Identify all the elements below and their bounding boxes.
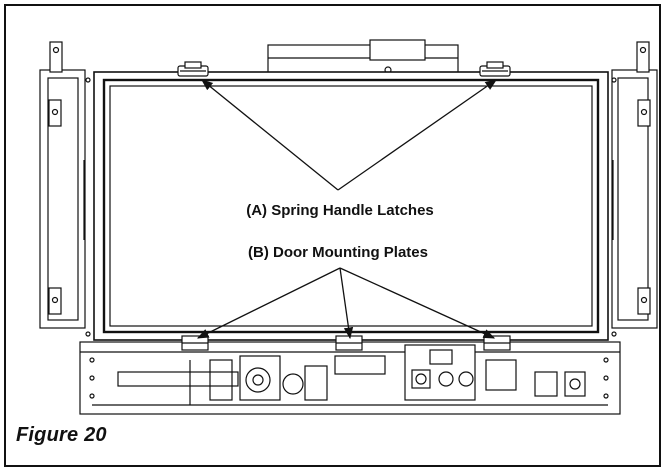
callout-a-label-bg xyxy=(215,198,465,222)
callout-b-arrow-left xyxy=(196,267,341,339)
callout-a-label: (A) Spring Handle Latches xyxy=(246,202,434,219)
top-housing xyxy=(267,39,459,76)
callout-a-arrow-left xyxy=(201,79,339,191)
callout-a-arrow-right xyxy=(337,79,497,191)
callout-b-label-bg xyxy=(212,240,464,264)
door-mounting-plate-right xyxy=(483,335,511,351)
lower-chassis xyxy=(79,341,621,415)
door-mounting-plate-left xyxy=(181,335,209,351)
figure-caption: Figure 20 xyxy=(16,424,107,446)
spring-handle-latch-left xyxy=(177,61,209,77)
door-mounting-plate-center xyxy=(335,335,363,351)
callout-b-label: (B) Door Mounting Plates xyxy=(248,244,428,261)
callout-b-arrow-center xyxy=(339,267,354,340)
left-mounting-bracket xyxy=(39,41,86,329)
callout-b-arrow-right xyxy=(339,267,496,339)
right-mounting-bracket xyxy=(611,41,658,329)
spring-handle-latch-right xyxy=(479,61,511,77)
